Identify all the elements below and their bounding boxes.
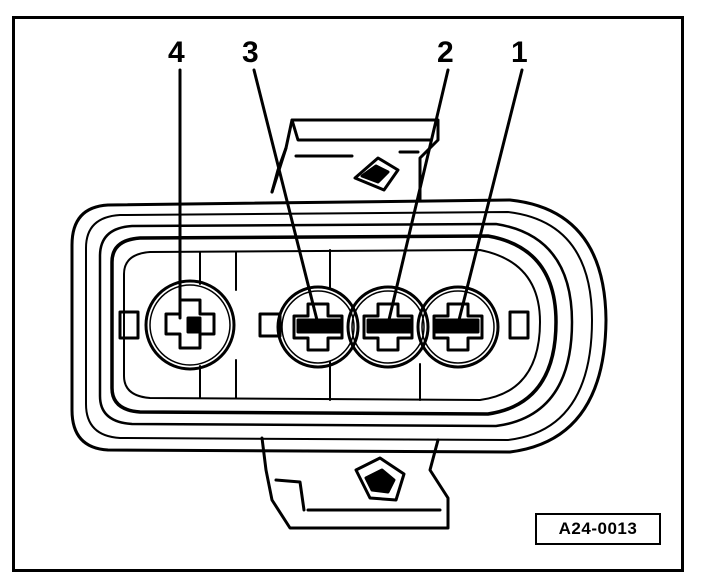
pin-label-2: 2 <box>437 36 454 69</box>
leader-line-3 <box>252 68 320 326</box>
connector-bottom-latch <box>260 436 450 530</box>
connector-housing <box>70 198 608 454</box>
pin-cavity-1 <box>416 285 530 369</box>
figure-reference-code: A24-0013 <box>535 513 661 545</box>
pin-label-3: 3 <box>242 36 259 69</box>
pin-cavity-4 <box>118 279 236 371</box>
pin-label-4: 4 <box>168 36 185 69</box>
connector-top-latch <box>270 118 440 202</box>
pin-label-1: 1 <box>511 36 528 69</box>
leader-line-2 <box>386 68 450 326</box>
pin-cavity-2 <box>346 285 430 369</box>
leader-lines <box>178 68 524 326</box>
leader-line-1 <box>456 68 524 326</box>
pin-cavity-3 <box>258 285 360 369</box>
